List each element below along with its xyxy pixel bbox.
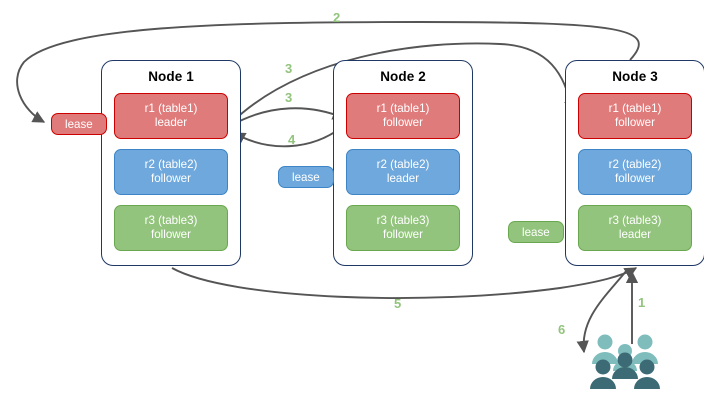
node-1-replica-r2[interactable]: r2 (table2) follower	[114, 149, 228, 195]
node-1-replica-r1-role: leader	[154, 116, 188, 129]
node-3-replica-r2-name: r2 (table2)	[608, 158, 662, 171]
node-1-replica-r1[interactable]: r1 (table1) leader	[114, 93, 228, 139]
node-3-title: Node 3	[612, 69, 658, 84]
node-1-replica-r3-name: r3 (table3)	[144, 214, 198, 227]
node-1-replica-r2-name: r2 (table2)	[144, 158, 198, 171]
node-3-replica-r1-name: r1 (table1)	[608, 102, 662, 115]
node-2-replica-r2-name: r2 (table2)	[376, 158, 430, 171]
node-1-replica-r2-role: follower	[151, 172, 191, 185]
node-2-replica-r1-name: r1 (table1)	[376, 102, 430, 115]
node-3-replica-r3[interactable]: r3 (table3) leader	[578, 205, 692, 251]
step-number-3b: 3	[285, 90, 293, 105]
node-3-replica-r2-role: follower	[615, 172, 655, 185]
node-2-box[interactable]: Node 2 r1 (table1) follower r2 (table2) …	[333, 60, 473, 266]
node-2-title: Node 2	[380, 69, 426, 84]
node-2-replica-r2[interactable]: r2 (table2) leader	[346, 149, 460, 195]
node-2-replica-r2-role: leader	[386, 172, 420, 185]
step-number-4: 4	[288, 132, 296, 147]
node-2-replica-r1-role: follower	[383, 116, 423, 129]
node-1-replica-r1-name: r1 (table1)	[144, 102, 198, 115]
node-2-replica-r3[interactable]: r3 (table3) follower	[346, 205, 460, 251]
step-number-1: 1	[638, 295, 646, 310]
node-2-replica-r3-name: r3 (table3)	[376, 214, 430, 227]
node-3-replica-r1[interactable]: r1 (table1) follower	[578, 93, 692, 139]
node-3-replica-r1-role: follower	[615, 116, 655, 129]
node-2-replica-r1[interactable]: r1 (table1) follower	[346, 93, 460, 139]
lease-badge-red[interactable]: lease	[51, 113, 107, 135]
step-number-5: 5	[394, 296, 402, 311]
node-1-title: Node 1	[148, 69, 194, 84]
node-3-replica-r3-role: leader	[618, 228, 652, 241]
node-1-replica-r3[interactable]: r3 (table3) follower	[114, 205, 228, 251]
step-number-2: 2	[333, 10, 341, 25]
node-3-box[interactable]: Node 3 r1 (table1) follower r2 (table2) …	[565, 60, 704, 266]
node-2-replica-r3-role: follower	[383, 228, 423, 241]
lease-badge-blue[interactable]: lease	[278, 166, 334, 188]
arrow-3-node1-to-node2-path	[231, 107, 346, 126]
lease-badge-green[interactable]: lease	[508, 221, 564, 243]
node-1-box[interactable]: Node 1 r1 (table1) leader r2 (table2) fo…	[101, 60, 241, 266]
node-3-replica-r3-name: r3 (table3)	[608, 214, 662, 227]
users-icon	[590, 334, 660, 389]
node-3-replica-r2[interactable]: r2 (table2) follower	[578, 149, 692, 195]
arrow-5-path	[171, 267, 638, 299]
step-number-6: 6	[558, 322, 566, 337]
node-1-replica-r3-role: follower	[151, 228, 191, 241]
step-number-3a: 3	[285, 61, 293, 76]
